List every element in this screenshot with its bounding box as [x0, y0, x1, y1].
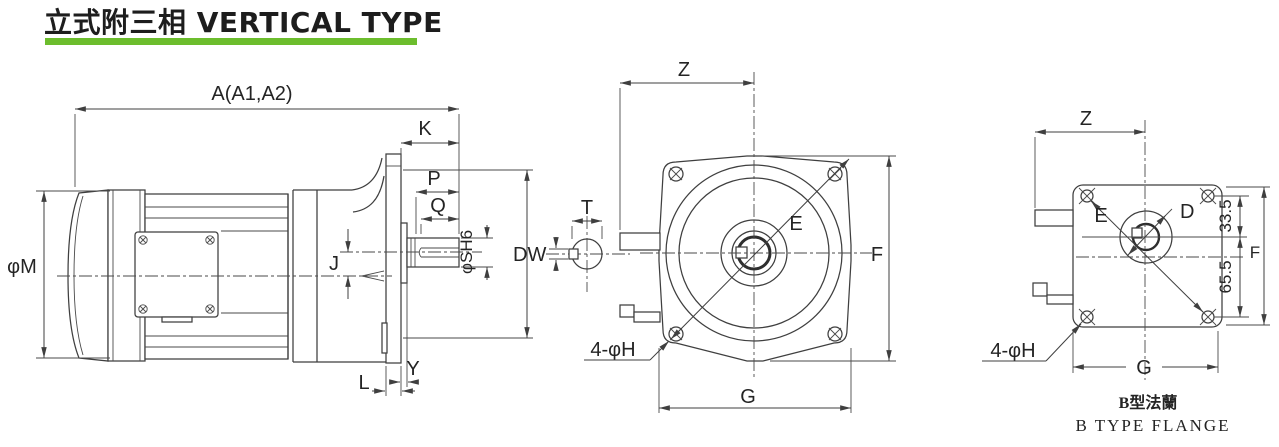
holes-callout-front: 4-φH: [590, 339, 635, 361]
dim-label-z-front: Z: [678, 59, 690, 81]
terminal-box-screws: [138, 235, 215, 314]
dim-label-f-flange: F: [1250, 243, 1260, 262]
keyway: [735, 246, 748, 259]
centerline-arrow: [361, 270, 385, 282]
dim-label-d-flange: D: [1180, 201, 1194, 223]
dim-label-w: W: [528, 244, 547, 266]
dim-label-y: Y: [406, 358, 419, 380]
flange-caption-zh: B型法蘭: [1119, 393, 1178, 412]
dim-label-j: J: [329, 253, 339, 275]
conduit-tab: [619, 304, 635, 318]
dim-label-t: T: [581, 197, 593, 219]
keyway: [1131, 227, 1143, 239]
dim-label-g-front: G: [740, 386, 756, 408]
page-title: 立式附三相 VERTICAL TYPE: [44, 6, 443, 39]
shaft-hub: [400, 222, 408, 284]
dim-label-z-flange: Z: [1080, 108, 1092, 130]
conduit-tab: [1034, 209, 1074, 227]
flange-tab: [381, 322, 388, 354]
dim-label-phim: φM: [7, 256, 37, 278]
dim-label-k: K: [418, 118, 432, 140]
conduit-tab: [633, 311, 661, 323]
dim-label-e-front: E: [789, 213, 802, 235]
front-view: T W: [528, 59, 896, 413]
dim-label-l: L: [358, 372, 369, 394]
conduit-tab: [619, 232, 661, 251]
dim-label-d-side: D: [513, 244, 527, 266]
title-underline: [45, 38, 417, 45]
dim-label-f-front: F: [871, 244, 883, 266]
dim-label-e-flange: E: [1094, 205, 1107, 227]
dim-label-65-5: 65.5: [1216, 260, 1235, 293]
keyway: [568, 248, 579, 260]
dim-label-g-flange: G: [1136, 357, 1152, 379]
dim-label-q: Q: [430, 195, 446, 217]
shaft-end-view: T W: [528, 197, 630, 292]
dim-label-p: P: [427, 168, 440, 190]
terminal-box-tab: [161, 316, 193, 323]
terminal-box: [134, 231, 219, 318]
output-shaft: [406, 237, 460, 268]
holes-callout-flange: 4-φH: [990, 340, 1035, 362]
dim-label-a: A(A1,A2): [211, 83, 292, 105]
flange-plate: [385, 153, 402, 364]
side-view: A(A1,A2) φM K P Q φSH6: [7, 83, 533, 396]
dim-label-sh6: φSH6: [457, 230, 476, 274]
conduit-tab: [1046, 294, 1074, 305]
shaft-keyway: [418, 247, 459, 258]
flange-caption-en: B TYPE FLANGE: [1075, 416, 1230, 435]
conduit-tab: [1032, 282, 1048, 297]
dim-label-33-5: 33.5: [1216, 199, 1235, 232]
b-flange-view: Z D E 33.5 65.5 F 4-φH: [982, 108, 1270, 435]
